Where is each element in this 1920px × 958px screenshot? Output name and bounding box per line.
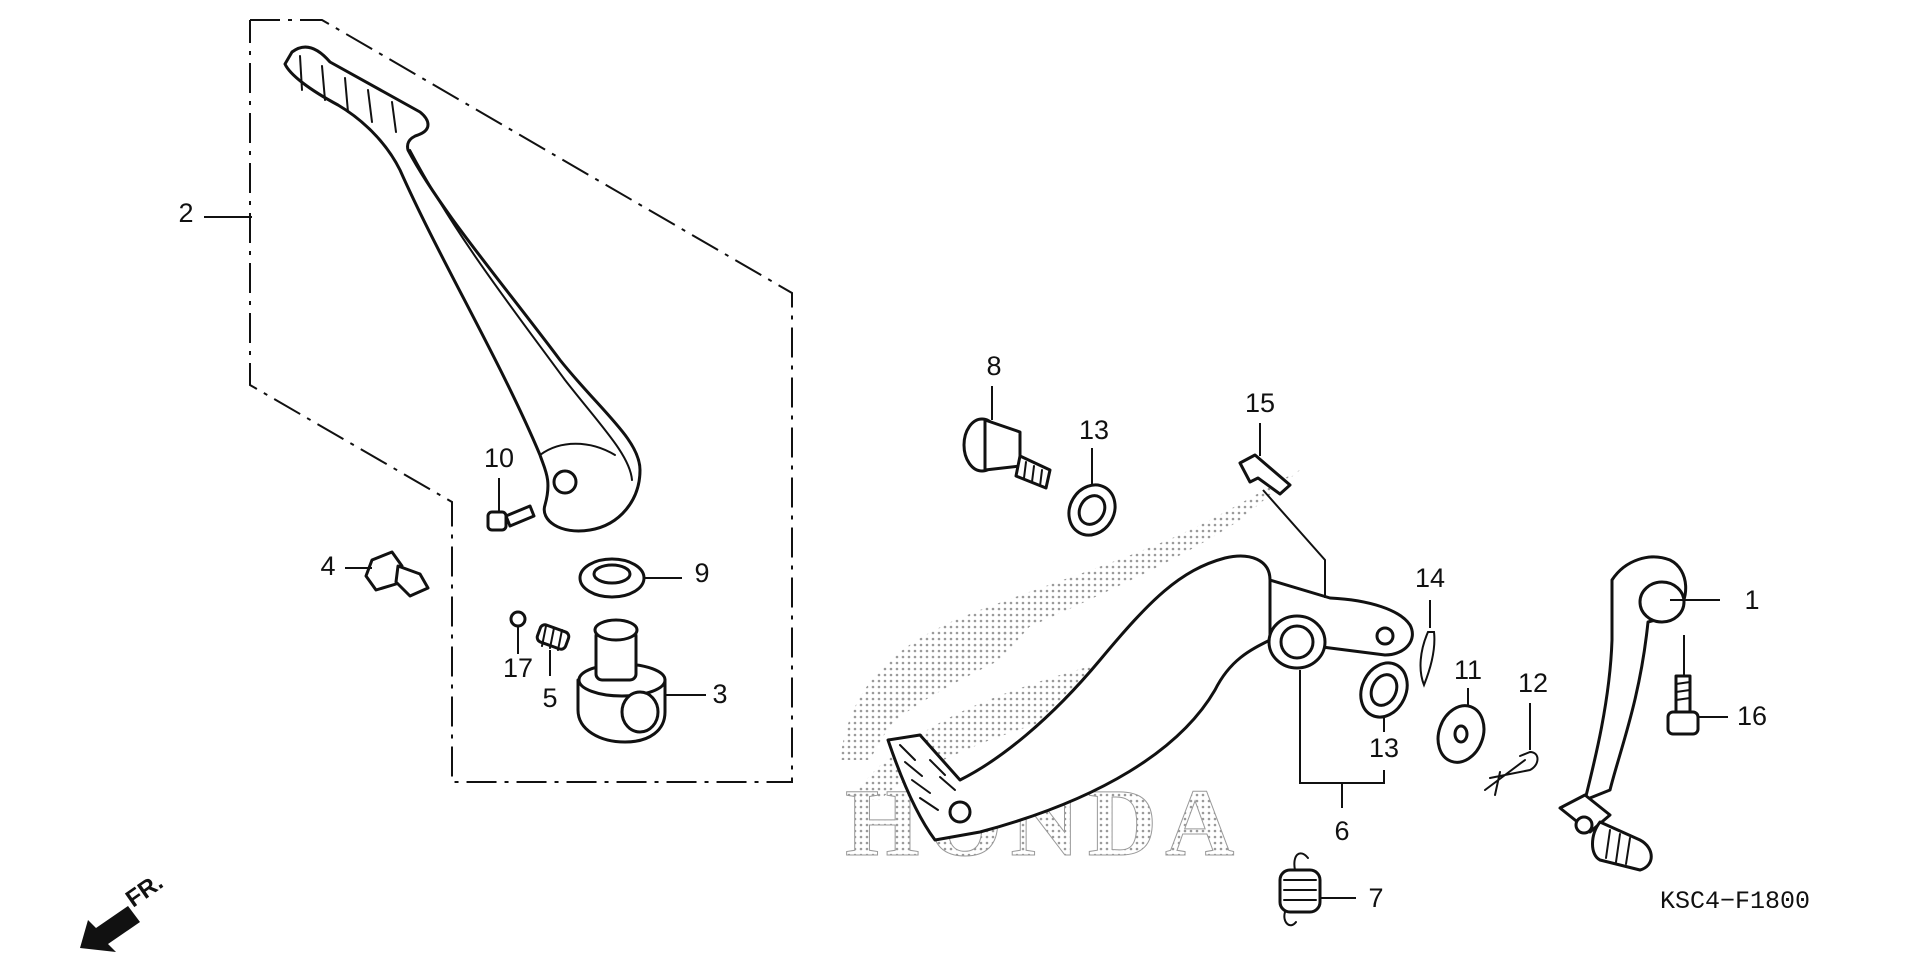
callout-13-lower: 13 xyxy=(1369,733,1399,763)
callout-6: 6 xyxy=(1334,816,1349,846)
front-direction-arrow-icon: FR. xyxy=(80,869,168,952)
part-7-return-spring xyxy=(1278,852,1322,927)
part-17-ball xyxy=(509,610,527,628)
callout-13-upper: 13 xyxy=(1079,415,1109,445)
callout-2: 2 xyxy=(178,198,193,228)
callout-8: 8 xyxy=(986,351,1001,381)
part-12-spring-clip xyxy=(1484,750,1539,796)
part-8-pivot-bolt xyxy=(962,417,1052,490)
part-13-dust-seal-upper xyxy=(1067,483,1117,537)
leader-lines xyxy=(204,216,1728,899)
part-14-cotter-pin xyxy=(1419,631,1436,688)
kick-starter-arm xyxy=(283,45,642,533)
part-16-bolt xyxy=(1666,674,1700,736)
part-5-spring xyxy=(535,623,571,651)
callout-labels: 1 2 3 4 5 6 7 8 9 10 11 12 13 13 14 15 1… xyxy=(178,198,1767,913)
figure-code: KSC4−F1800 xyxy=(1660,887,1810,916)
callout-11: 11 xyxy=(1454,655,1482,685)
part-15-clip xyxy=(1238,453,1292,496)
part-3-spindle xyxy=(576,618,667,744)
callout-3: 3 xyxy=(712,679,727,709)
part-6-brake-pedal xyxy=(886,554,1414,842)
part-10-bolt xyxy=(486,504,536,532)
part-1-gearshift-pedal xyxy=(1558,555,1688,872)
kick-starter-group-frame xyxy=(249,19,793,783)
callout-4: 4 xyxy=(320,551,335,581)
honda-wing-watermark-icon: HONDA xyxy=(840,470,1300,877)
callout-12: 12 xyxy=(1518,668,1548,698)
callout-16: 16 xyxy=(1737,701,1767,731)
callout-1: 1 xyxy=(1744,585,1759,615)
callout-9: 9 xyxy=(694,558,709,588)
callout-15: 15 xyxy=(1245,388,1275,418)
callout-10: 10 xyxy=(484,443,514,473)
callout-17: 17 xyxy=(503,653,533,683)
part-11-washer xyxy=(1436,704,1486,764)
part-9-seal xyxy=(578,557,646,599)
callout-7: 7 xyxy=(1368,883,1383,913)
callout-5: 5 xyxy=(542,683,557,713)
part-13-dust-seal-lower xyxy=(1359,661,1409,719)
callout-14: 14 xyxy=(1415,563,1445,593)
part-4-flange-bolt xyxy=(364,550,430,598)
